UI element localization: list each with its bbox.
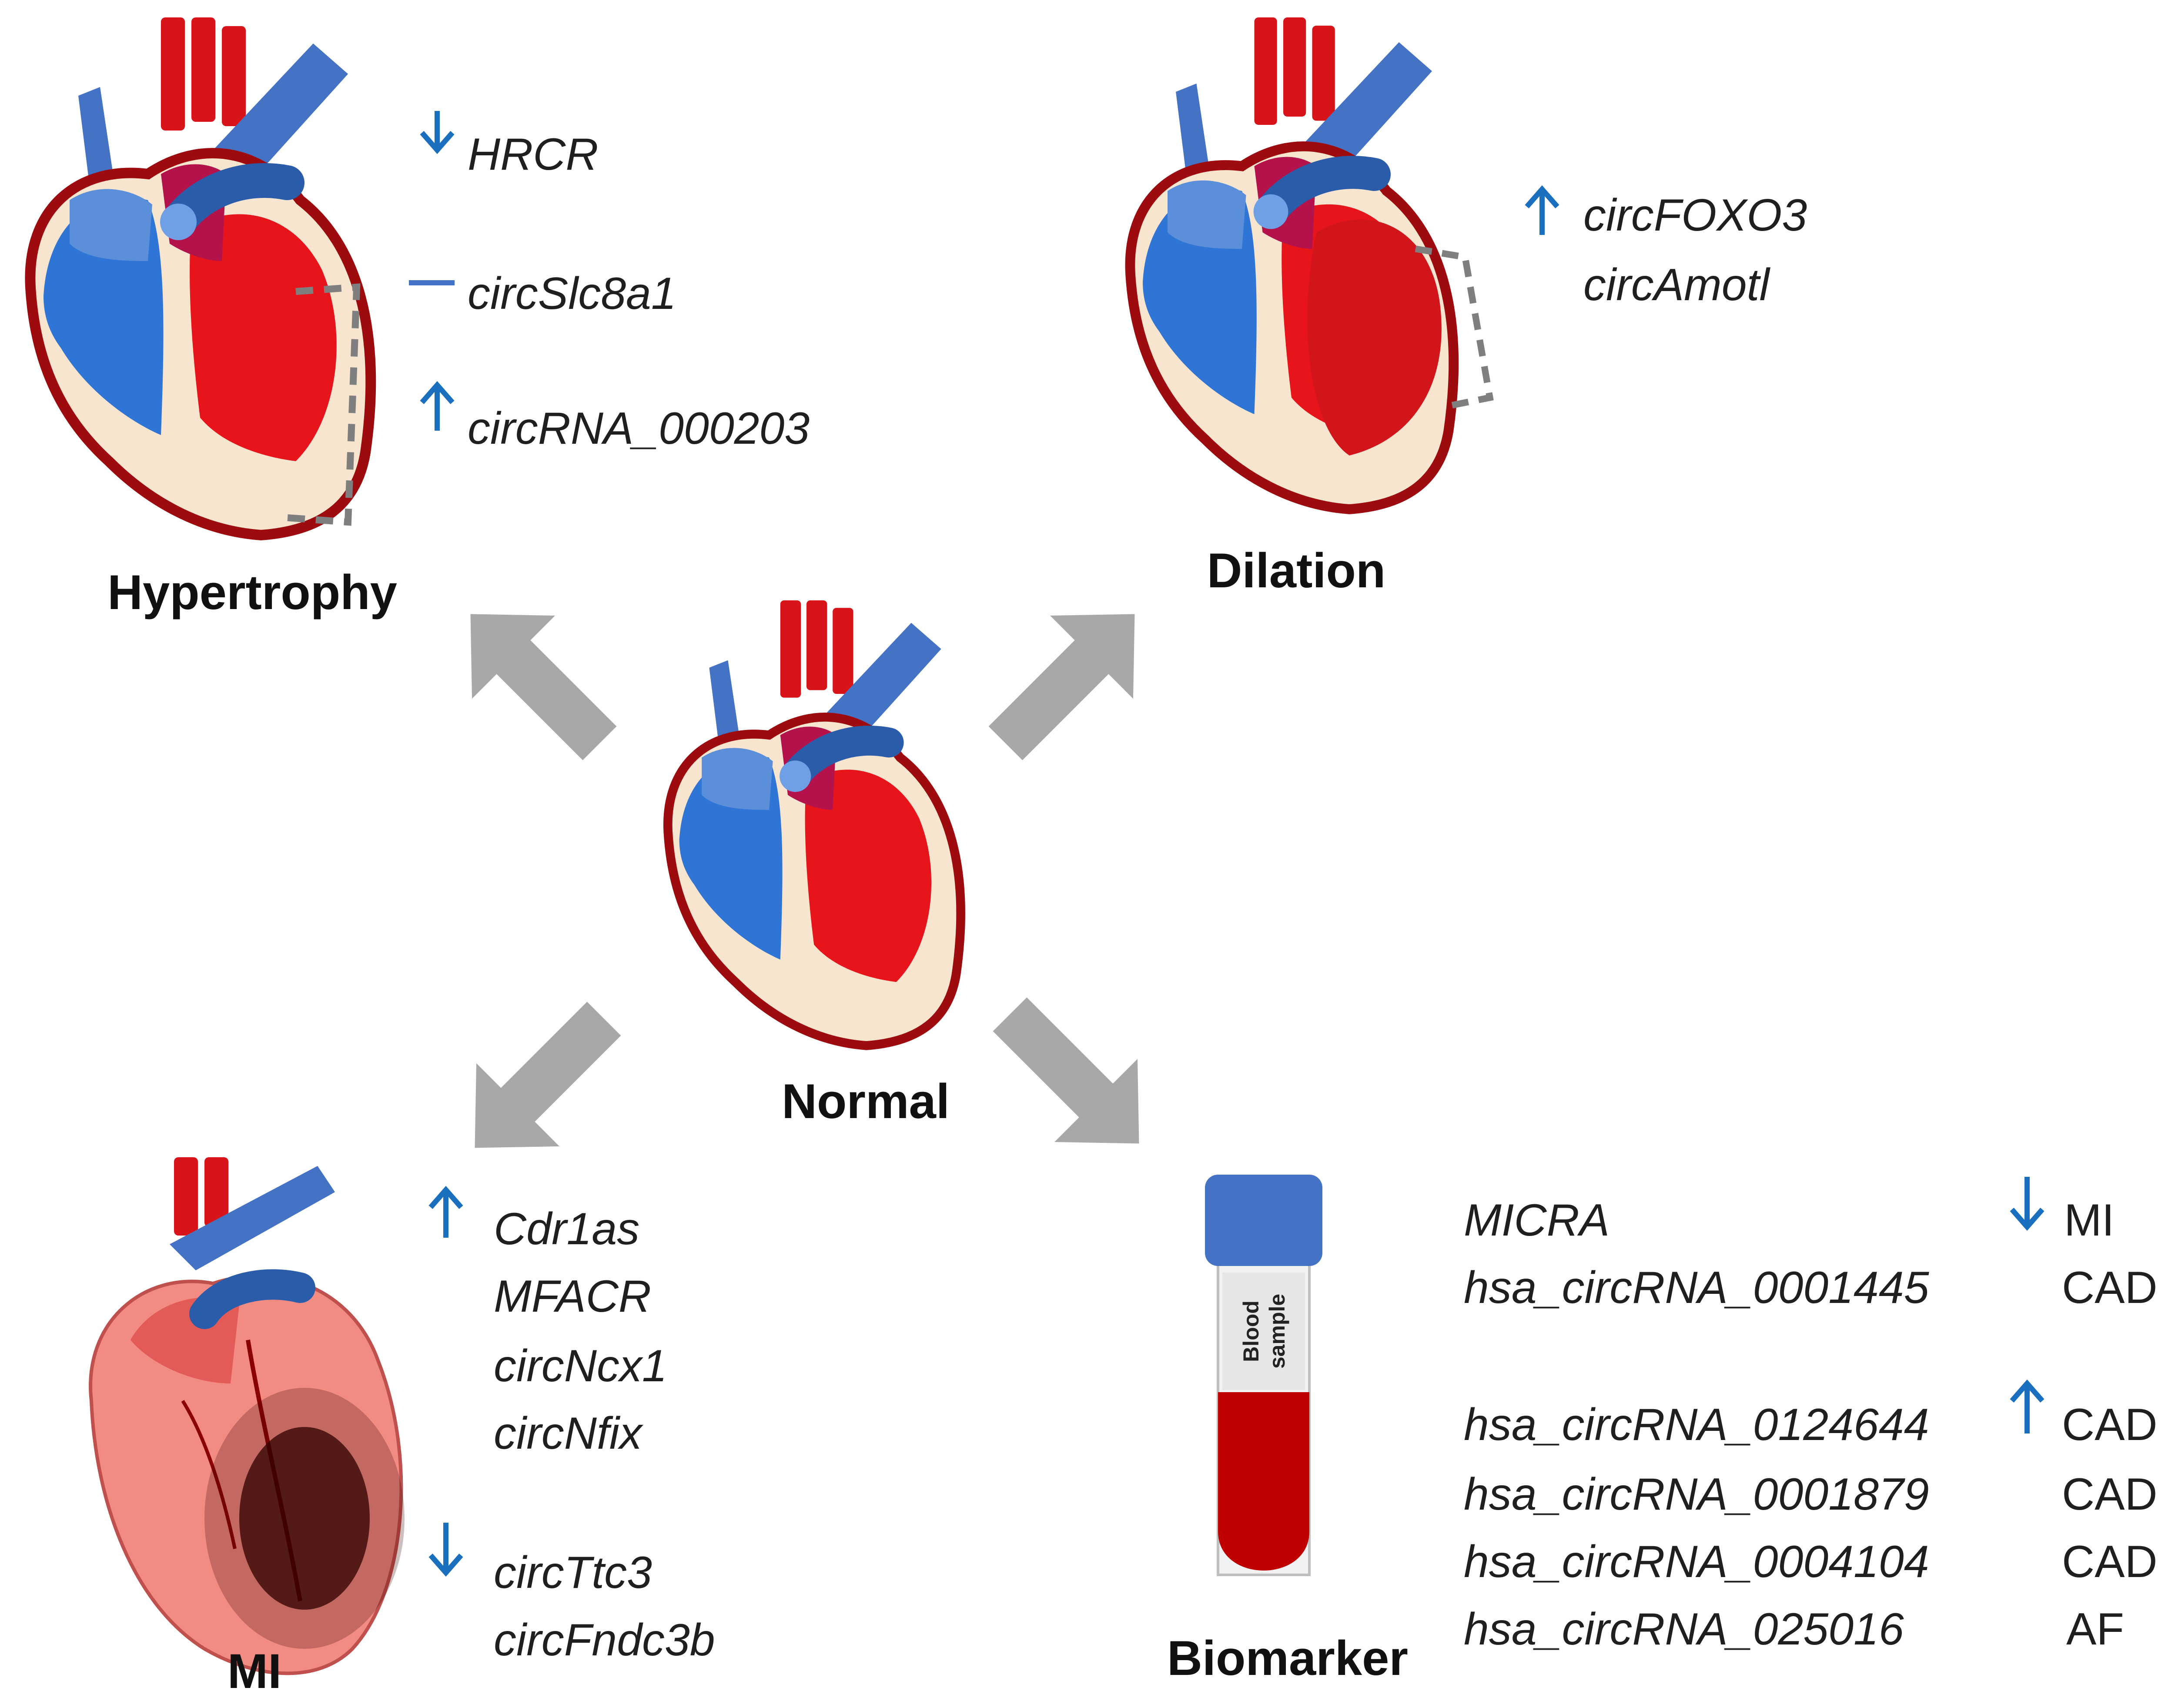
up-arrow-icon — [420, 381, 455, 431]
dilation-gene-list: circFOXO3 circAmotl — [1525, 185, 1807, 310]
normal-heart-illustration — [668, 600, 960, 1045]
down-arrow-icon — [2010, 1177, 2044, 1231]
dilation-heart-illustration — [1130, 17, 1494, 509]
gene-circfndc3b: circFndc3b — [494, 1615, 715, 1665]
arrow-to-mi — [433, 977, 646, 1189]
down-arrow-icon — [420, 111, 455, 154]
mi-gene-list: Cdr1as MFACR circNcx1 circNfix circTtc3 … — [428, 1186, 715, 1665]
biomarker-table: MICRA MI hsa_circRNA_0001445 CAD hsa_cir… — [1464, 1177, 2158, 1654]
gene-circnfix: circNfix — [494, 1408, 644, 1459]
gene-circfoxo3: circFOXO3 — [1583, 190, 1807, 241]
condition-cad-2: CAD — [2062, 1400, 2158, 1450]
hypertrophy-heart-illustration — [30, 17, 371, 535]
condition-mi: MI — [2064, 1195, 2115, 1246]
up-arrow-icon — [428, 1186, 463, 1238]
condition-cad-4: CAD — [2062, 1537, 2158, 1587]
gene-hsa-circrna-0124644: hsa_circRNA_0124644 — [1464, 1400, 1929, 1450]
tube-label-line2: sample — [1265, 1294, 1289, 1369]
arrow-to-dilation — [964, 573, 1176, 785]
biomarker-label: Biomarker — [1167, 1631, 1408, 1685]
gene-hrcr: HRCR — [468, 129, 598, 180]
up-arrow-icon — [2010, 1379, 2044, 1433]
mi-heart-illustration — [89, 1157, 405, 1675]
dilation-label: Dilation — [1207, 543, 1386, 598]
arrow-to-biomarker — [968, 973, 1181, 1185]
normal-label: Normal — [782, 1074, 950, 1129]
gene-hsa-circrna-025016: hsa_circRNA_025016 — [1464, 1604, 1904, 1654]
gene-hsa-circrna-0001879: hsa_circRNA_0001879 — [1464, 1469, 1929, 1520]
gene-circttc3: circTtc3 — [494, 1547, 652, 1598]
condition-cad-1: CAD — [2062, 1263, 2158, 1313]
gene-hsa-circrna-0001445: hsa_circRNA_0001445 — [1464, 1263, 1930, 1313]
gene-mfacr: MFACR — [494, 1271, 651, 1322]
hypertrophy-label: Hypertrophy — [107, 565, 397, 620]
hypertrophy-gene-list: HRCR circSlc8a1 circRNA_000203 — [409, 111, 810, 454]
gene-circrna-000203: circRNA_000203 — [468, 403, 810, 454]
gene-cdr1as: Cdr1as — [494, 1204, 639, 1254]
gene-hsa-circrna-0004104: hsa_circRNA_0004104 — [1464, 1537, 1929, 1587]
condition-cad-3: CAD — [2062, 1469, 2158, 1520]
gene-micra: MICRA — [1464, 1195, 1610, 1246]
blood-sample-tube: Blood sample — [1205, 1175, 1322, 1576]
gene-circslc8a1: circSlc8a1 — [468, 268, 676, 319]
arrow-to-hypertrophy — [429, 573, 641, 785]
down-arrow-icon — [428, 1523, 463, 1577]
tube-label-line1: Blood — [1239, 1300, 1263, 1362]
gene-circamotl: circAmotl — [1583, 260, 1770, 310]
condition-af: AF — [2066, 1604, 2124, 1654]
up-arrow-icon — [1525, 185, 1559, 235]
mi-label: MI — [228, 1644, 281, 1698]
gene-circncx1: circNcx1 — [494, 1341, 667, 1391]
